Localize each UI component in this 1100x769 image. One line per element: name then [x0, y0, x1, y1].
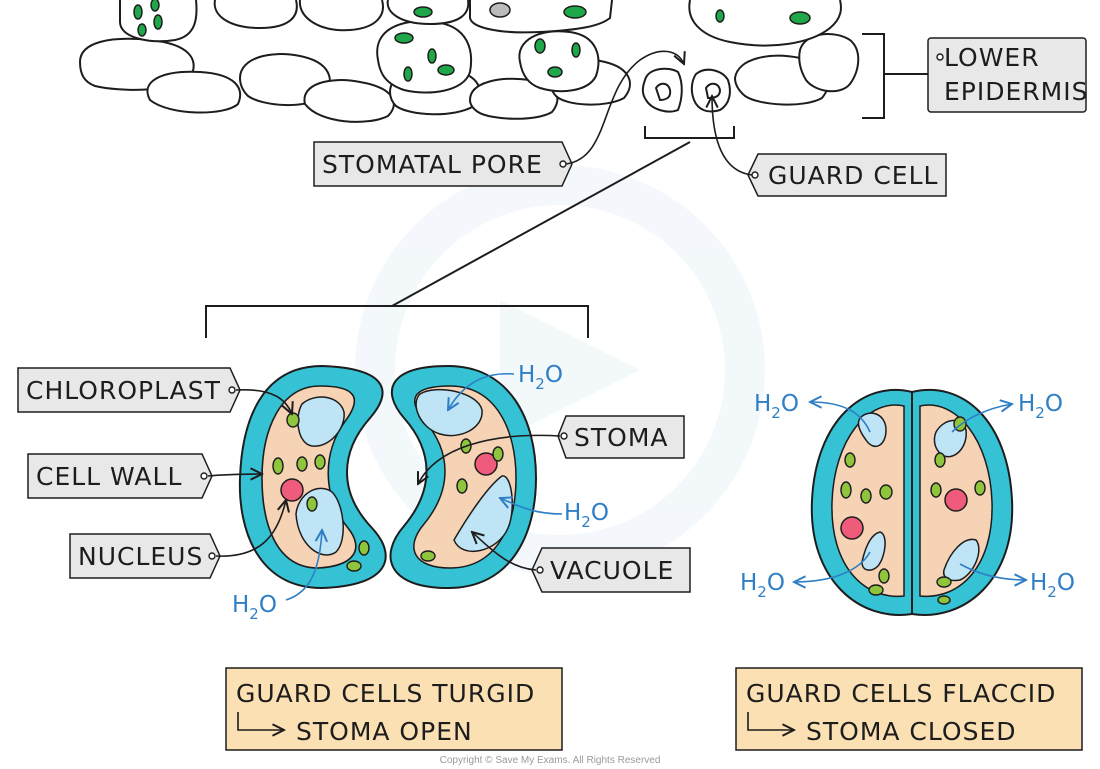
h2o-label-open-right: H2O	[564, 500, 609, 531]
guard-cell-bracket	[644, 126, 735, 139]
closed-left-vacuole-top	[857, 412, 887, 448]
label-stoma: STOMA	[418, 415, 685, 484]
label-guard-cell: GUARD CELL	[712, 96, 947, 197]
right-nucleus	[474, 452, 498, 476]
h2o-label-open-bottom: H2O	[232, 592, 277, 623]
caption-flaccid: GUARD CELLS FLACCID STOMA CLOSED	[735, 667, 1083, 751]
water-arrows-closed	[794, 402, 1026, 582]
epidermis-guard-cells	[641, 67, 731, 113]
closed-left-nucleus	[840, 516, 864, 540]
lower-epidermis-line2: EPIDERMIS	[944, 77, 1088, 106]
guard-cell-text: GUARD CELL	[768, 161, 938, 190]
open-stoma-chloroplasts	[272, 412, 504, 572]
chloroplast-text: CHLOROPLAST	[26, 376, 221, 405]
h2o-label-closed-top-left: H2O	[754, 391, 799, 422]
closed-stoma-chloroplasts	[840, 416, 986, 605]
caption-turgid-line1: GUARD CELLS TURGID	[236, 679, 535, 708]
label-cell-wall: CELL WALL	[27, 453, 262, 499]
caption-turgid: GUARD CELLS TURGID STOMA OPEN	[225, 667, 563, 751]
epidermis-chloroplasts	[133, 0, 811, 82]
label-lower-epidermis: LOWER EPIDERMIS	[927, 37, 1088, 113]
label-nucleus: NUCLEUS	[69, 500, 286, 579]
h2o-label-closed-bottom-right: H2O	[1030, 570, 1075, 601]
vacuole-text: VACUOLE	[550, 556, 674, 585]
cell-wall-text: CELL WALL	[36, 462, 182, 491]
h2o-label-closed-top-right: H2O	[1018, 391, 1063, 422]
nucleus-text: NUCLEUS	[78, 542, 203, 571]
right-vacuole-top	[415, 388, 483, 437]
caption-turgid-line2: STOMA OPEN	[296, 717, 473, 746]
epidermis-nucleus	[489, 2, 511, 18]
closed-right-nucleus	[944, 488, 968, 512]
left-nucleus	[280, 478, 304, 502]
lower-epidermis-tissue	[78, 0, 860, 123]
lower-epidermis-line1: LOWER	[944, 43, 1040, 72]
zoom-line	[391, 141, 691, 307]
zoom-bracket	[205, 305, 589, 338]
right-vacuole-bottom	[453, 475, 513, 553]
h2o-label-closed-bottom-left: H2O	[740, 570, 785, 601]
h2o-label-open-top: H2O	[518, 362, 563, 393]
label-vacuole: VACUOLE	[472, 532, 691, 593]
caption-flaccid-line2: STOMA CLOSED	[806, 717, 1017, 746]
water-arrows-open	[285, 372, 563, 601]
caption-turgid-arrow	[237, 712, 284, 730]
stoma-text: STOMA	[574, 423, 669, 452]
label-stomatal-pore: STOMATAL PORE	[313, 50, 684, 187]
left-vacuole-top	[297, 396, 345, 447]
stomatal-pore-text: STOMATAL PORE	[322, 150, 543, 179]
closed-stoma	[810, 389, 1014, 616]
copyright-text: Copyright © Save My Exams. All Rights Re…	[440, 755, 661, 766]
closed-left-vacuole-bottom	[861, 531, 886, 571]
caption-flaccid-line1: GUARD CELLS FLACCID	[746, 679, 1056, 708]
label-chloroplast: CHLOROPLAST	[17, 367, 292, 414]
caption-flaccid-arrow	[747, 712, 794, 730]
epidermis-bracket	[862, 33, 928, 119]
